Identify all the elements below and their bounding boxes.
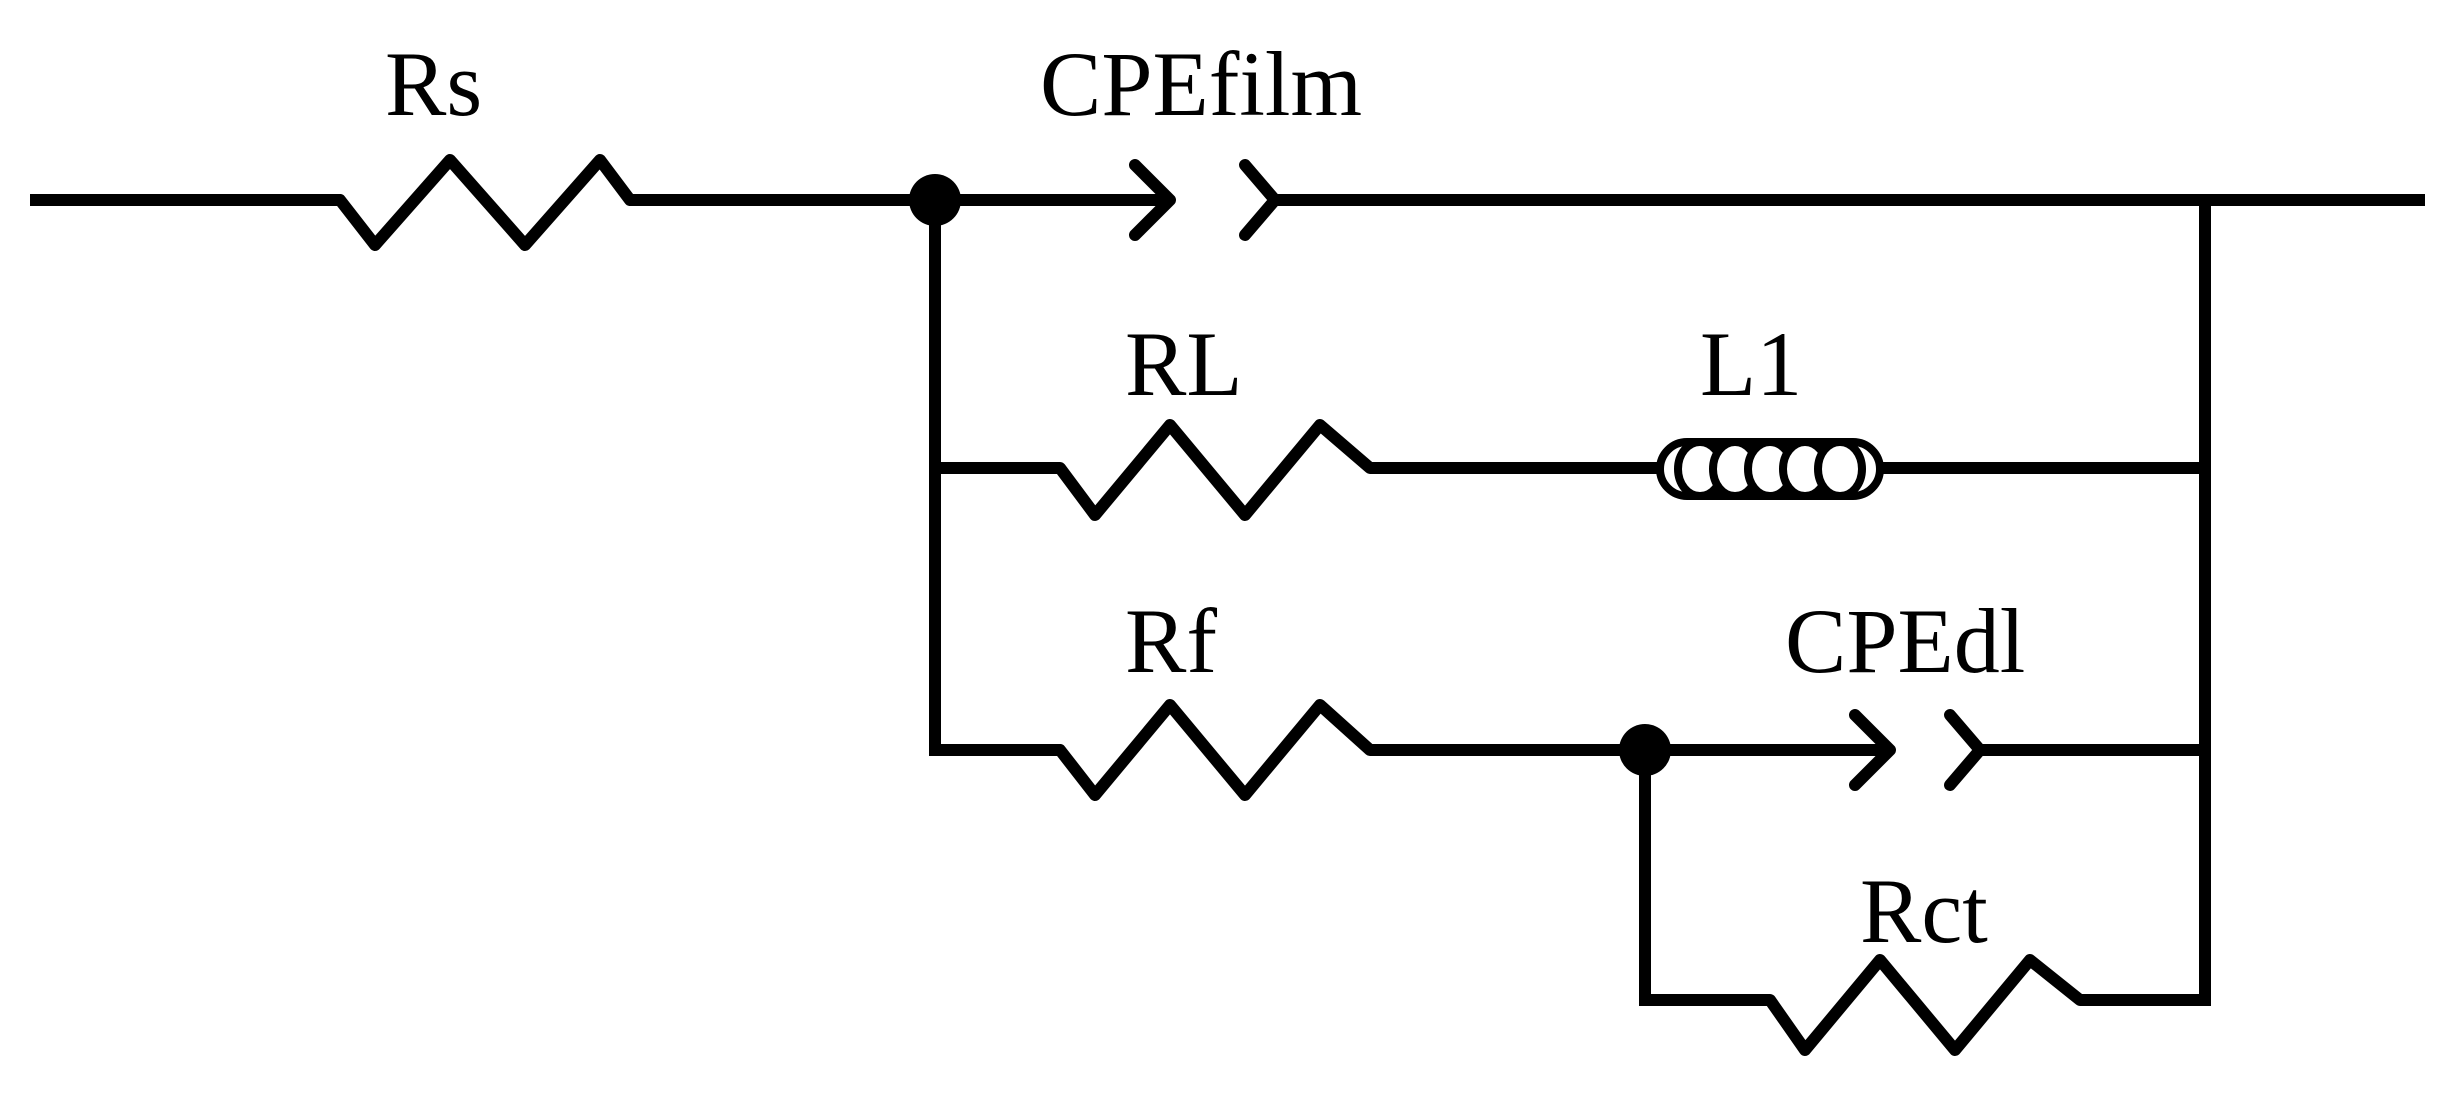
rs-label: Rs [385,33,482,135]
rf-resistor [1054,699,1376,801]
cpedl-left-plate [1849,709,1896,791]
l1-label: L1 [1700,313,1802,415]
cpedl-label: CPEdl [1785,590,2025,692]
cpefilm-left-plate [1129,159,1176,241]
rf-label: Rf [1125,590,1217,692]
l1-inductor [1656,438,1884,500]
cpefilm-label: CPEfilm [1040,33,1362,135]
rct-label: Rct [1860,860,1988,962]
rs-resistor [334,154,636,251]
rct-resistor [1764,954,2086,1056]
junction-node-lower [1619,724,1671,776]
rl-label: RL [1125,313,1243,415]
rl-resistor [1054,419,1376,521]
junction-node-main [909,174,961,226]
cpedl-right-plate [1944,709,1986,791]
cpefilm-right-plate [1239,159,1281,241]
